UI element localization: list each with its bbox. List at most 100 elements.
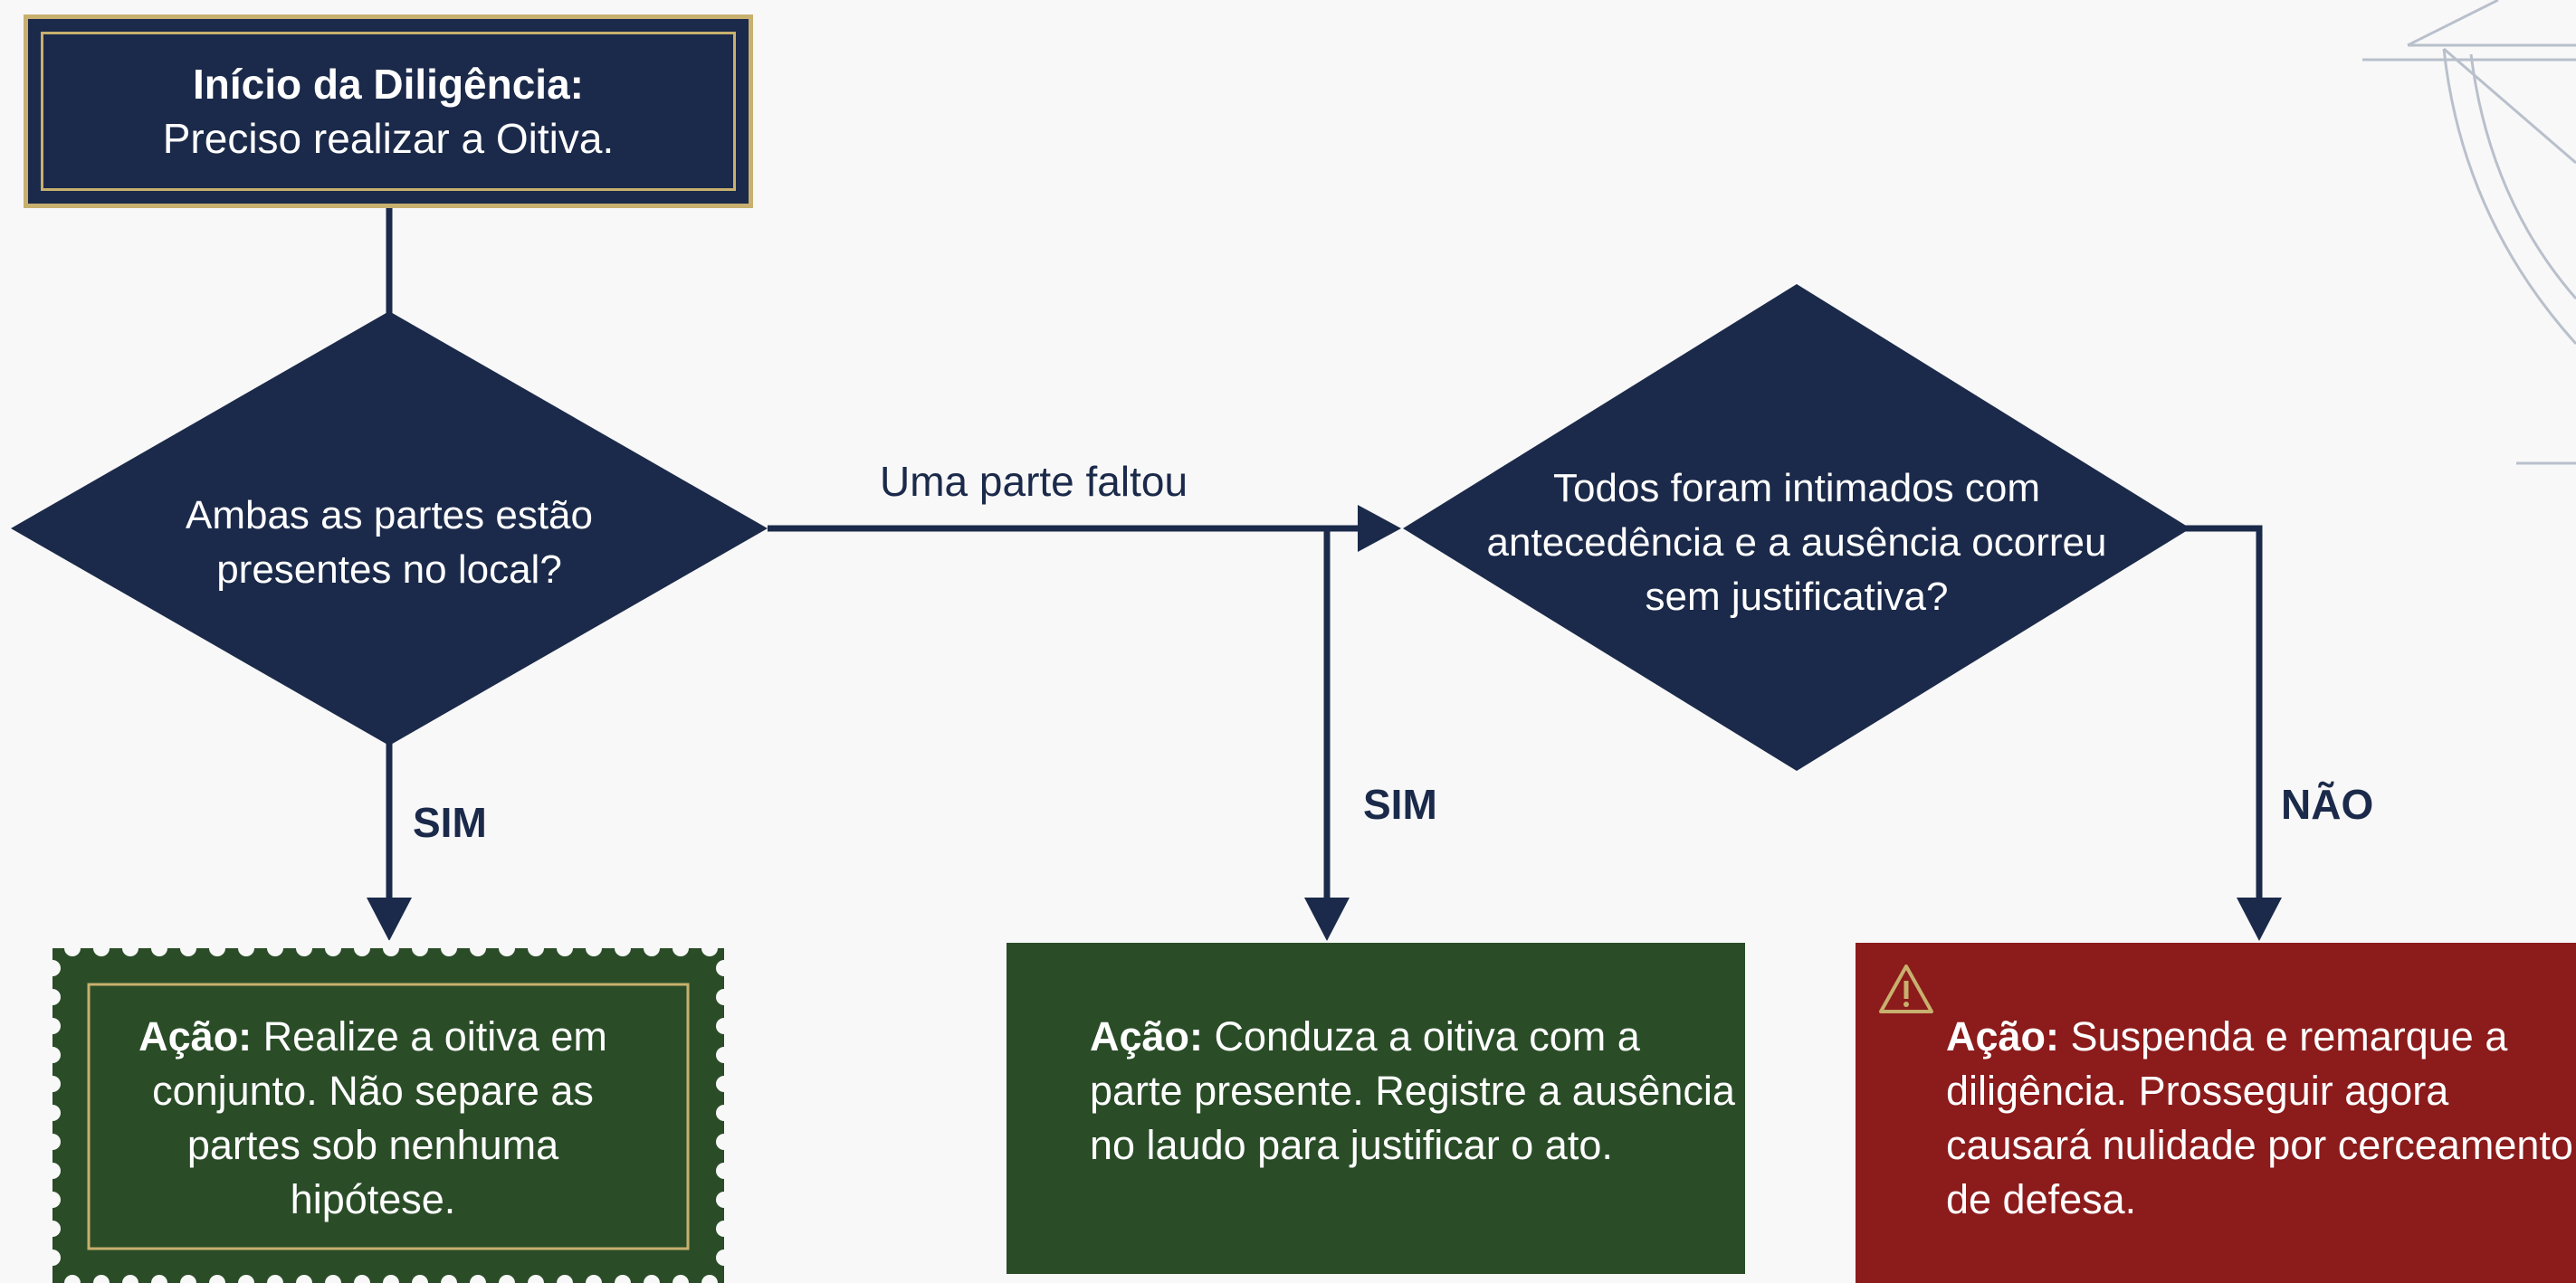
stamp-perforation [586,1275,602,1283]
stamp-perforation [701,1275,718,1283]
stamp-perforation [44,1018,61,1034]
stamp-perforation [209,940,225,956]
stamp-perforation [267,940,283,956]
edge-label-absent: Uma parte faltou [880,458,1188,505]
action3-body: Suspenda e remarque a diligência. Prosse… [1946,1013,2573,1222]
action3-prefix: Ação: [1946,1013,2060,1060]
stamp-perforation [383,940,399,956]
stamp-perforation [441,940,457,956]
stamp-perforation [122,1275,138,1283]
action2-text: Ação: Conduza a oitiva com a parte prese… [1090,1010,1741,1173]
stamp-perforation [267,1275,283,1283]
stamp-perforation [716,1250,732,1266]
stamp-perforation [151,1275,167,1283]
stamp-perforation [238,940,254,956]
stamp-perforation [673,1275,689,1283]
arrowhead-action2 [1304,898,1350,941]
start-node-text: Início da Diligência: Preciso realizar a… [24,14,753,208]
action3-box [1856,943,2576,1283]
stamp-perforation [64,940,81,956]
arrowhead-decision2 [1358,505,1401,552]
stamp-perforation [716,1163,732,1179]
stamp-perforation [325,1275,341,1283]
stamp-perforation [716,1018,732,1034]
stamp-perforation [325,940,341,956]
stamp-perforation [180,940,196,956]
stamp-perforation [441,1275,457,1283]
stamp-perforation [557,1275,573,1283]
stamp-perforation [238,1275,254,1283]
stamp-perforation [296,940,312,956]
stamp-perforation [716,1047,732,1063]
stamp-perforation [412,940,428,956]
arrowhead-action3 [2237,898,2282,941]
stamp-perforation [93,940,110,956]
stamp-perforation [44,989,61,1005]
stamp-perforation [716,1192,732,1208]
edge-label-no-right: NÃO [2281,781,2374,828]
corner-ornament [2362,0,2576,465]
stamp-perforation [44,1105,61,1121]
start-title: Início da Diligência: [193,61,584,108]
stamp-perforation [44,1134,61,1150]
stamp-perforation [644,1275,660,1283]
stamp-perforation [122,940,138,956]
stamp-perforation [701,940,718,956]
stamp-perforation [615,1275,631,1283]
stamp-perforation [716,1221,732,1237]
stamp-perforation [412,1275,428,1283]
stamp-perforation [528,940,544,956]
start-box [24,14,753,208]
stamp-perforation [180,1275,196,1283]
stamp-perforation [557,940,573,956]
stamp-perforation [716,1076,732,1092]
stamp-perforation [44,1250,61,1266]
stamp-perforation [44,1076,61,1092]
stamp-perforation [499,1275,515,1283]
arrowheads [367,505,2282,941]
action3-text: Ação: Suspenda e remarque a diligência. … [1946,1010,2576,1227]
start-subtitle: Preciso realizar a Oitiva. [162,115,615,162]
stamp-perforation [44,1221,61,1237]
stamp-perforation [354,1275,370,1283]
action1-box [44,940,732,1283]
stamp-perforation [716,989,732,1005]
decision1-diamond [11,311,768,746]
connectors [386,208,2263,914]
stamp-perforation [644,940,660,956]
decision2-question: Todos foram intimados com antecedência e… [1486,466,2107,619]
stamp-perforation [470,940,486,956]
decision2-diamond [1403,284,2190,771]
stamp-perforation [470,1275,486,1283]
action2-box [1007,943,1745,1274]
stamp-perforation [44,1192,61,1208]
stamp-perforation [716,1105,732,1121]
stamp-perforation [615,940,631,956]
connector-decision2-to-action3 [2183,525,2263,914]
action1-prefix: Ação: [138,1013,253,1060]
arrowhead-action1 [367,898,412,941]
action1-body: Realize a oitiva em conjunto. Não separe… [152,1013,607,1222]
stamp-perforation [354,940,370,956]
action2-body: Conduza a oitiva com a parte presente. R… [1090,1013,1735,1168]
decision1-question: Ambas as partes estão presentes no local… [185,493,593,592]
stamp-perforation [528,1275,544,1283]
stamp-perforation [64,1275,81,1283]
stamp-perforation [383,1275,399,1283]
stamp-perforation [499,940,515,956]
stamp-perforation [44,1163,61,1179]
action2-prefix: Ação: [1090,1013,1204,1060]
stamp-perforation [151,940,167,956]
stamp-perforation [296,1275,312,1283]
edge-label-yes-left: SIM [413,799,487,846]
warning-icon [1879,965,1933,1013]
stamp-perforation [673,940,689,956]
stamp-perforation [716,960,732,976]
edge-label-yes-middle: SIM [1363,781,1437,828]
stamp-perforation [44,1047,61,1063]
action1-text: Ação: Realize a oitiva em conjunto. Não … [101,1010,644,1227]
stamp-perforation [44,960,61,976]
stamp-perforation [209,1275,225,1283]
stamp-perforation [586,940,602,956]
